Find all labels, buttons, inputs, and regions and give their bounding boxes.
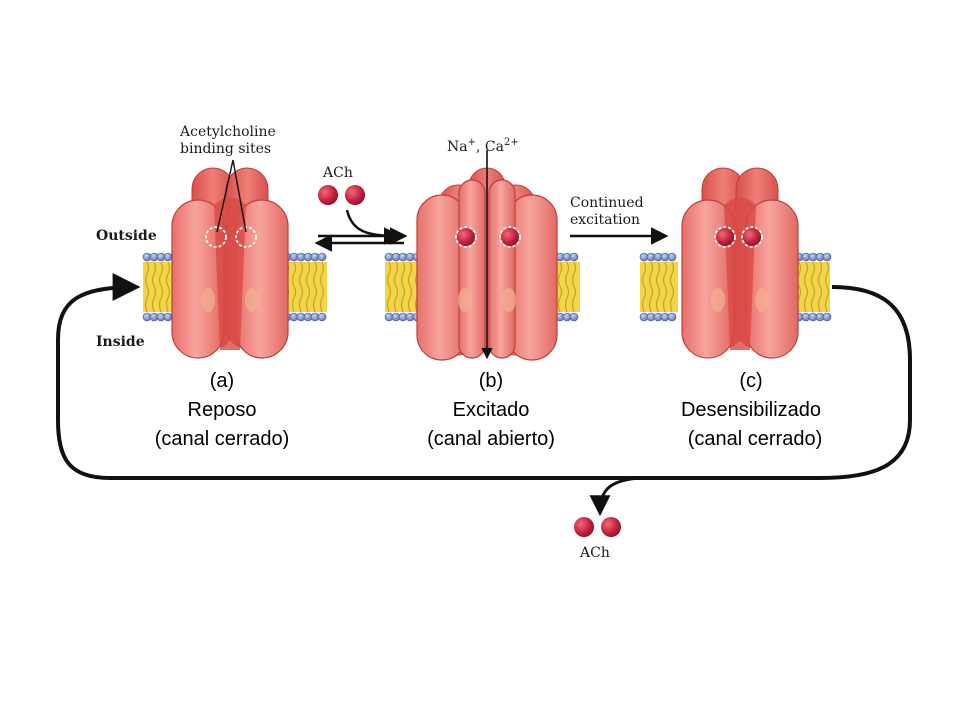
binding-site-marker — [499, 226, 521, 248]
cycle-loop-line — [56, 273, 912, 480]
binding-site-marker — [205, 226, 227, 248]
channel-open — [416, 167, 558, 361]
state-name: Desensibilizado — [681, 399, 821, 421]
ions-label: Na+, Ca2+ — [447, 137, 519, 155]
ach-molecule — [345, 185, 365, 205]
ions-na: Na — [447, 139, 468, 155]
ach-label-top: ACh — [322, 165, 353, 181]
ach-release-arrow — [589, 476, 641, 517]
state-status: (canal cerrado) — [688, 428, 823, 450]
state-letter: (b) — [479, 370, 503, 392]
binding-site-marker — [714, 226, 736, 248]
state-letter: (c) — [739, 370, 762, 392]
binding-site-pointer — [216, 159, 234, 233]
membrane-segment — [282, 252, 327, 322]
state-name: Reposo — [188, 399, 257, 421]
state-status: (canal abierto) — [427, 428, 555, 450]
state-caption-c: (c) Desensibilizado (canal cerrado) — [681, 370, 822, 450]
receptor-channels — [171, 167, 799, 361]
state-status: (canal cerrado) — [155, 428, 290, 450]
binding-site-marker — [455, 226, 477, 248]
binding-site-pointer — [232, 159, 247, 233]
inside-label: Inside — [96, 334, 145, 350]
ions-ca: , Ca — [476, 139, 504, 155]
state-caption-b: (b) Excitado (canal abierto) — [427, 370, 555, 450]
ach-binding-arrow — [345, 209, 402, 245]
ach-molecule — [601, 517, 621, 537]
channel-resting — [171, 167, 289, 359]
state-name: Excitado — [453, 399, 530, 421]
channel-desensitized — [681, 167, 799, 359]
binding-site-marker — [741, 226, 763, 248]
membrane-segment — [639, 252, 678, 322]
ions-na-charge: + — [468, 137, 476, 148]
binding-site-marker — [235, 226, 257, 248]
ions-ca-charge: 2+ — [504, 137, 519, 148]
continued-excitation-label: excitation — [570, 212, 640, 228]
binding-sites-label: Acetylcholine — [179, 124, 276, 140]
ach-label-bottom: ACh — [579, 545, 610, 561]
binding-sites-label: binding sites — [180, 141, 271, 157]
membrane-segment — [794, 252, 832, 322]
state-letter: (a) — [210, 370, 234, 392]
ach-molecule — [574, 517, 594, 537]
ach-molecule — [318, 185, 338, 205]
outside-label: Outside — [96, 228, 157, 244]
state-caption-a: (a) Reposo (canal cerrado) — [155, 370, 290, 450]
continued-excitation-label: Continued — [570, 195, 644, 211]
